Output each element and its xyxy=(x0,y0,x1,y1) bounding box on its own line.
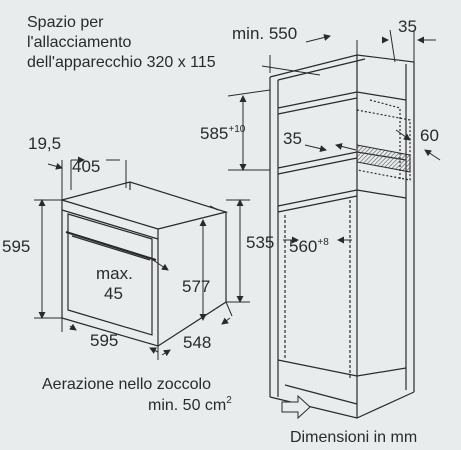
oven-depth-label: 548 xyxy=(183,333,212,352)
arrow-right-icon xyxy=(281,394,311,420)
min-width-label: min. 550 xyxy=(232,24,298,43)
oven-width-label: 595 xyxy=(90,331,119,350)
oven-height-label: 595 xyxy=(2,237,31,256)
connection-label-line1: Spazio per xyxy=(27,14,104,31)
oven-drawing xyxy=(61,181,229,347)
max-value-label: 45 xyxy=(104,284,123,303)
inner-depth-gap-label: 35 xyxy=(283,129,302,148)
cabinet-drawing xyxy=(269,54,415,419)
connection-label-line2: l'allacciamento xyxy=(27,34,132,51)
ventilation-label-line1: Aerazione nello zoccolo xyxy=(42,376,211,393)
inner-height-label: 577 xyxy=(182,277,211,296)
vent-hatch xyxy=(356,144,411,173)
niche-width-label: 560+8 xyxy=(289,237,329,256)
offset-label: 19,5 xyxy=(28,134,62,153)
ventilation-label-line2: min. 50 cm2 xyxy=(148,395,232,415)
max-label: max. xyxy=(96,264,133,283)
dimension-lines xyxy=(34,29,441,360)
niche-height-label: 585+10 xyxy=(200,124,246,143)
side-depth-label: 60 xyxy=(420,126,439,145)
connection-label-line3: dell'apparecchio 320 x 115 xyxy=(27,54,216,71)
dimensions-note: Dimensioni in mm xyxy=(290,429,418,446)
top-gap-label: 35 xyxy=(398,17,417,36)
oven-inner-width-label: 405 xyxy=(72,157,101,176)
oven-body-height-label: 535 xyxy=(246,233,275,252)
